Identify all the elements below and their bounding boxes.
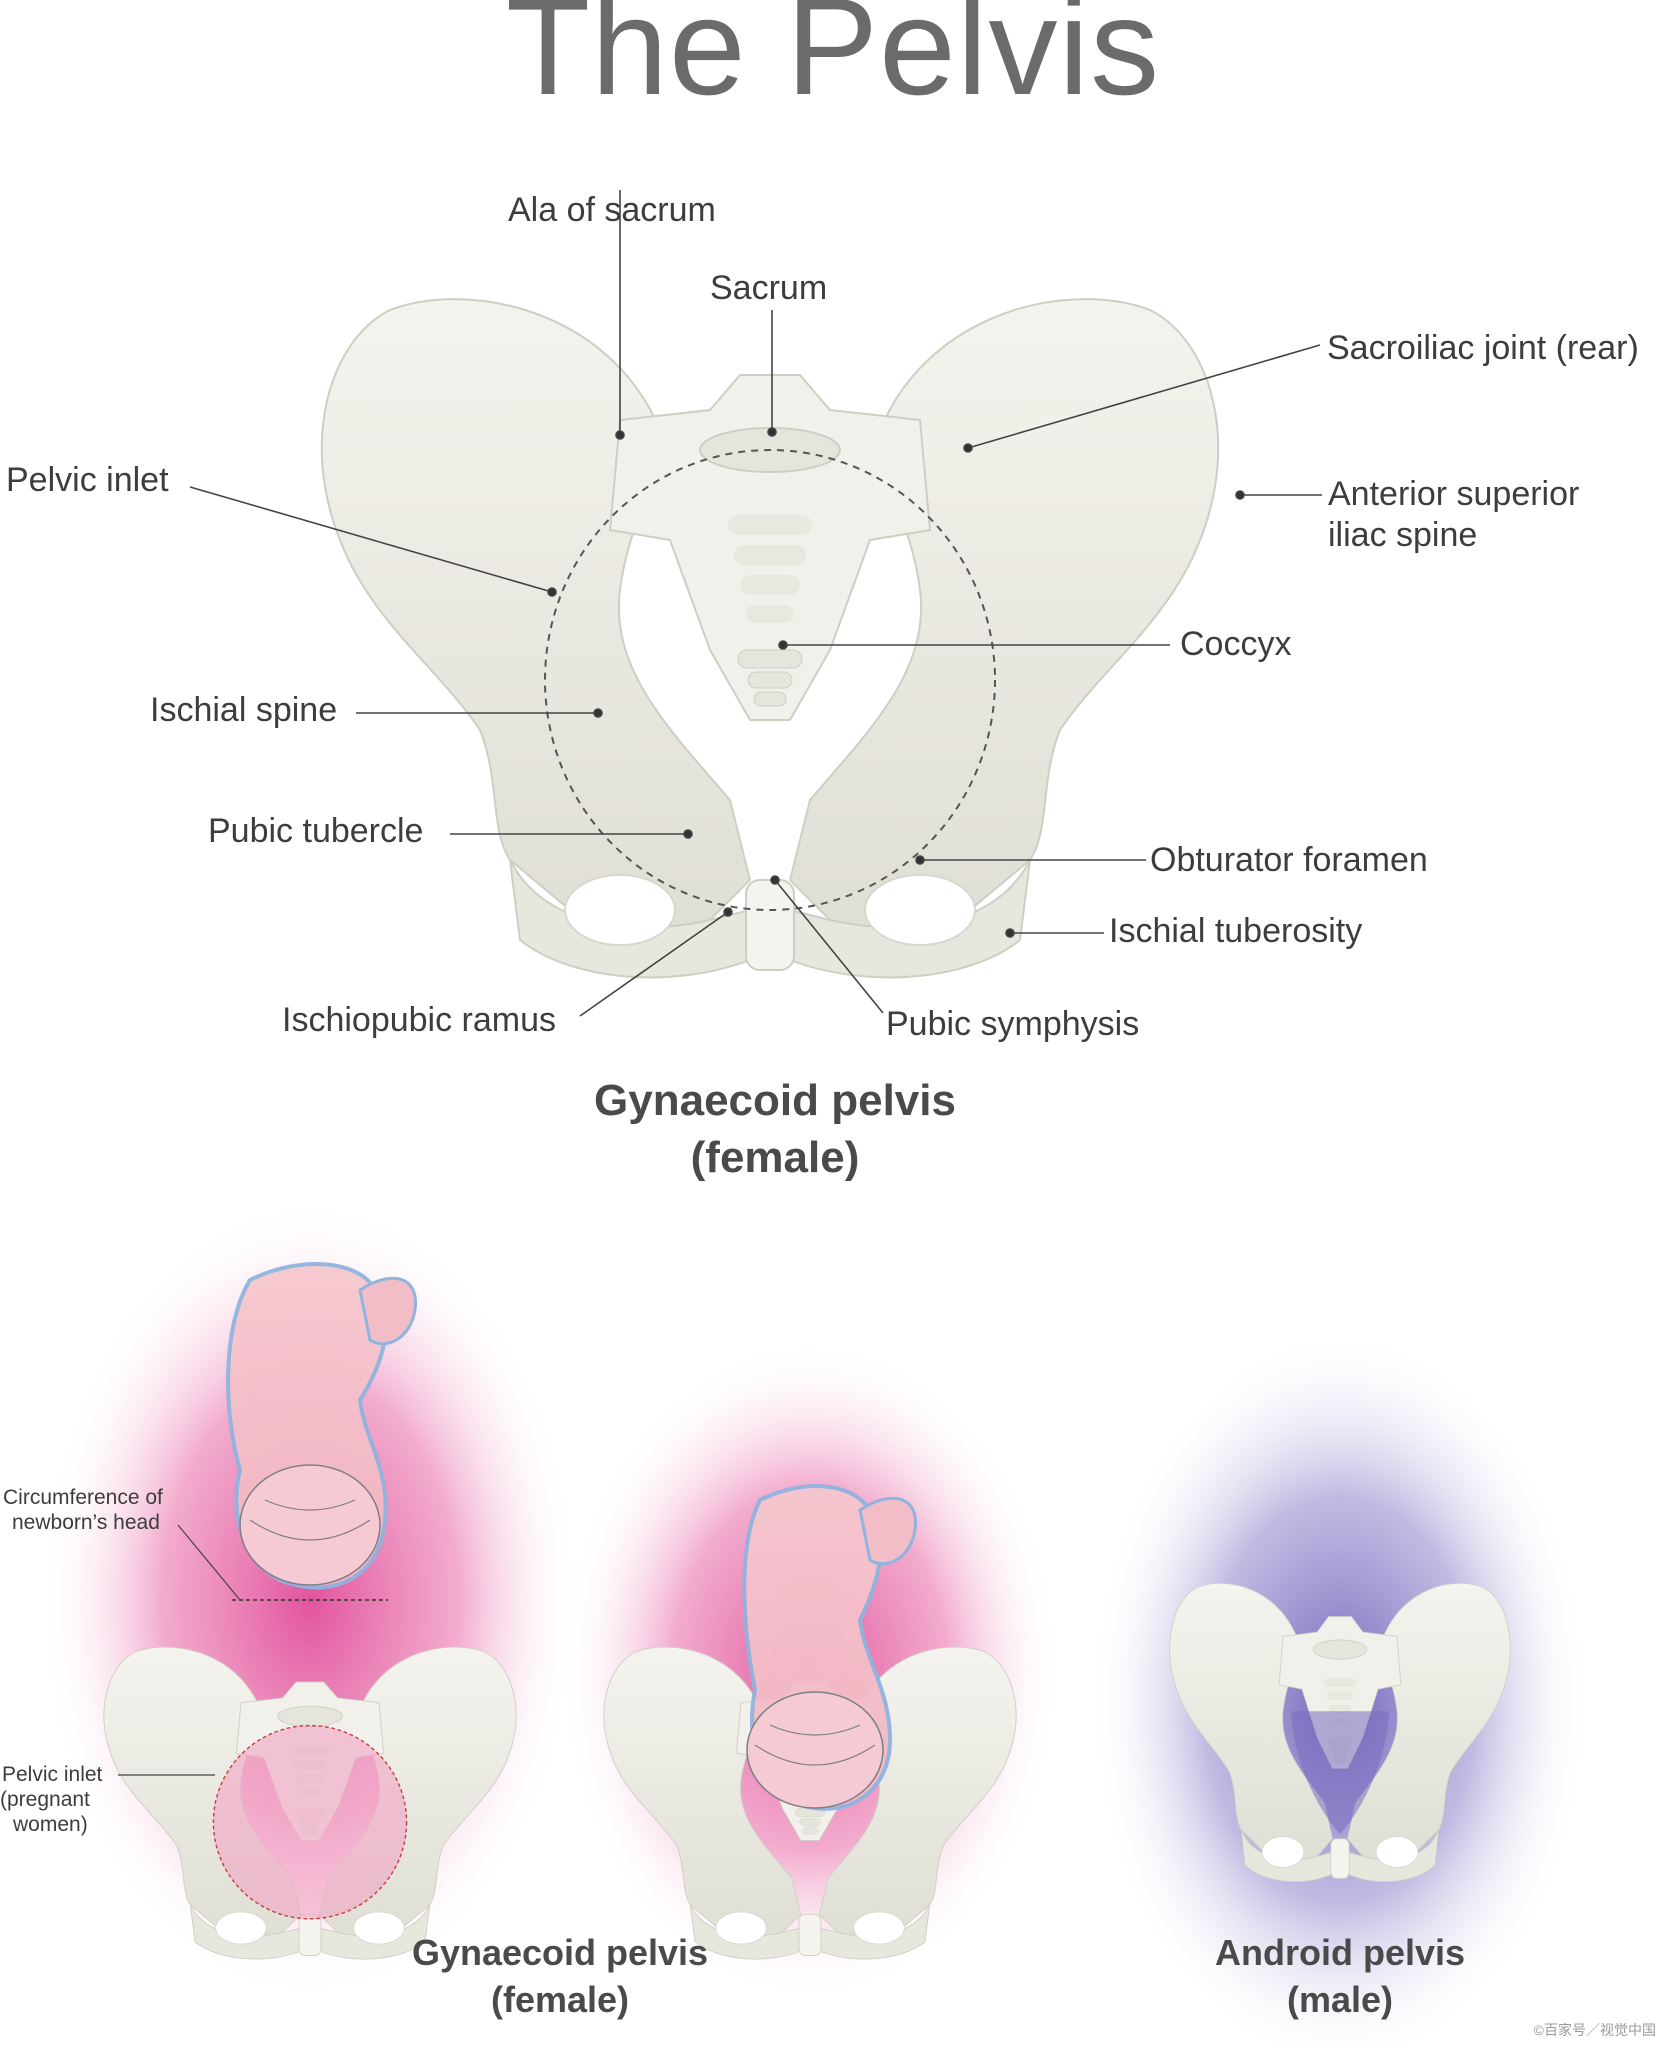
label-sacroiliac-joint: Sacroiliac joint (rear) [1327,329,1639,367]
page-title: The Pelvis [505,0,1161,124]
label-ischial-spine: Ischial spine [150,691,338,729]
label-pelvic-inlet-pregnant-line3: women) [13,1813,88,1836]
bottom-caption-android-line2: (male) [1286,1978,1394,2020]
baby-middle [742,1484,918,1811]
label-pelvic-inlet: Pelvic inlet [6,461,169,499]
pelvis-bottom-right [1169,1582,1511,1883]
label-ischiopubic-ramus: Ischiopubic ramus [282,1001,557,1039]
label-head-circumference-line2: newborn’s head [12,1511,160,1534]
label-head-circumference-line1: Circumference of [3,1486,163,1509]
label-pelvic-inlet-pregnant-line2: (pregnant [0,1788,90,1811]
leader-lines [189,190,1322,1017]
bottom-caption-gynaecoid-line2: (female) [490,1978,630,2020]
label-obturator-foramen: Obturator foramen [1150,841,1428,879]
label-pubic-tubercle: Pubic tubercle [208,812,424,850]
label-ischial-tuberosity: Ischial tuberosity [1109,912,1363,950]
bottom-caption-android: Android pelvis (male) [1140,1930,1540,2024]
bottom-caption-gynaecoid-line1: Gynaecoid pelvis [411,1932,709,1973]
baby-left [177,1262,418,1601]
main-caption-line2: (female) [690,1133,860,1183]
bottom-caption-gynaecoid: Gynaecoid pelvis (female) [360,1930,760,2024]
pelvis-bottom-left [103,1646,517,1960]
label-pubic-symphysis: Pubic symphysis [886,1005,1140,1043]
label-anterior-superior-iliac-spine-line2: iliac spine [1328,516,1478,554]
label-sacrum: Sacrum [710,269,828,307]
label-anterior-superior-iliac-spine-line1: Anterior superior [1328,475,1580,513]
main-caption-line1: Gynaecoid pelvis [594,1076,956,1125]
label-ala-of-sacrum: Ala of sacrum [508,191,716,229]
bottom-caption-android-line1: Android pelvis [1214,1932,1466,1973]
label-pelvic-inlet-pregnant-line1: Pelvic inlet [2,1763,103,1786]
main-caption: Gynaecoid pelvis (female) [500,1072,1050,1186]
main-pelvis-illustration [320,298,1220,979]
watermark: ©百家号／视觉中国 [1533,2022,1656,2038]
label-coccyx: Coccyx [1180,625,1292,663]
